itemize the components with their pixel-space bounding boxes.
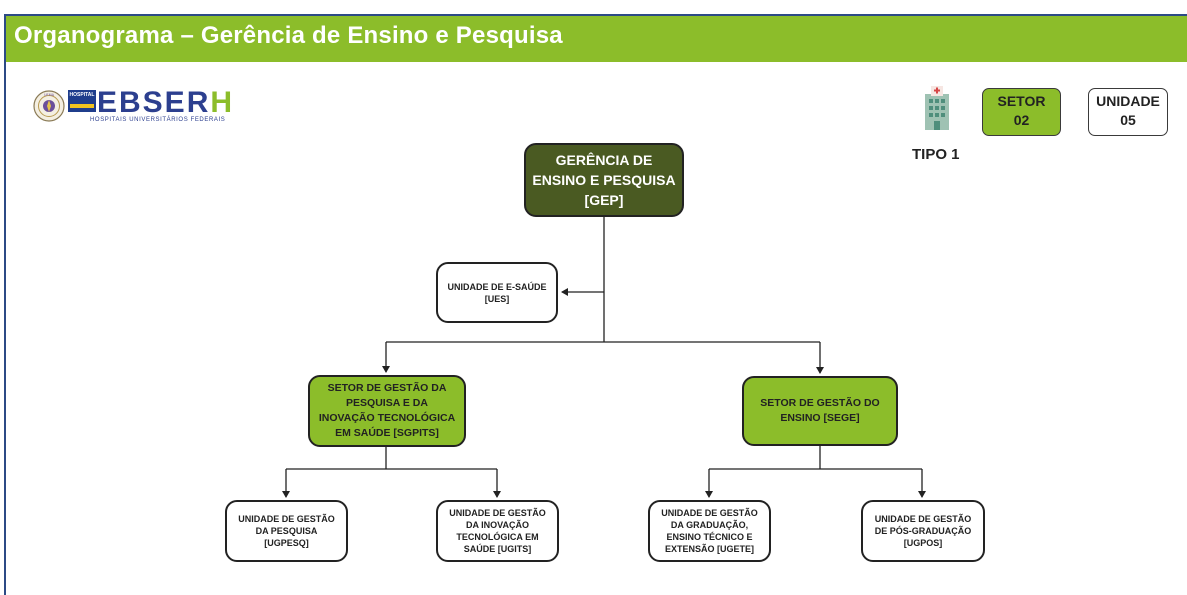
node-ues-label: UNIDADE DE E-SAÚDE [UES] [447,281,547,304]
node-ugpesq: UNIDADE DE GESTÃO DA PESQUISA [UGPESQ] [225,500,348,562]
unidade-tag: UNIDADE 05 [1088,88,1168,136]
frame-left-border [4,14,6,595]
university-seal-icon: UFMA [33,90,65,122]
frame-top-border [4,14,1187,16]
node-ugits: UNIDADE DE GESTÃO DA INOVAÇÃO TECNOLÓGIC… [436,500,559,562]
node-ues: UNIDADE DE E-SAÚDE [UES] [436,262,558,323]
setor-tag-value: 02 [1013,112,1030,128]
node-ugete-label: UNIDADE DE GESTÃO DA GRADUAÇÃO, ENSINO T… [661,508,758,554]
header-band [6,16,1187,62]
node-sege: SETOR DE GESTÃO DO ENSINO [SEGE] [742,376,898,446]
tipo-label: TIPO 1 [912,146,960,163]
unidade-tag-label: UNIDADE [1096,93,1160,109]
node-gep-label: GERÊNCIA DE ENSINO E PESQUISA [GEP] [532,152,676,208]
hospital-building-icon [925,86,949,130]
hospital-badge-stripe [70,104,94,108]
unidade-tag-value: 05 [1120,112,1136,128]
node-ugete: UNIDADE DE GESTÃO DA GRADUAÇÃO, ENSINO T… [648,500,771,562]
node-ugpesq-label: UNIDADE DE GESTÃO DA PESQUISA [UGPESQ] [238,514,335,548]
node-sgpits: SETOR DE GESTÃO DA PESQUISA E DA INOVAÇÃ… [308,375,466,447]
setor-tag-label: SETOR [997,93,1046,109]
setor-tag: SETOR 02 [982,88,1061,136]
ebserh-logo: HOSPITAL EBSERH HOSPITAIS UNIVERSITÁRIOS… [68,86,268,126]
brand-wordmark-main: EBSER [97,86,211,119]
brand-wordmark-accent: H [210,86,235,119]
node-ugpos-label: UNIDADE DE GESTÃO DE PÓS-GRADUAÇÃO [UGPO… [874,514,972,548]
brand-wordmark: EBSERH [97,86,234,120]
node-sgpits-label: SETOR DE GESTÃO DA PESQUISA E DA INOVAÇÃ… [318,382,456,439]
node-ugpos: UNIDADE DE GESTÃO DE PÓS-GRADUAÇÃO [UGPO… [861,500,985,562]
node-sege-label: SETOR DE GESTÃO DO ENSINO [SEGE] [760,397,880,424]
brand-subtitle: HOSPITAIS UNIVERSITÁRIOS FEDERAIS [90,117,226,123]
node-ugits-label: UNIDADE DE GESTÃO DA INOVAÇÃO TECNOLÓGIC… [449,508,546,554]
node-gep: GERÊNCIA DE ENSINO E PESQUISA [GEP] [524,143,684,217]
svg-text:UFMA: UFMA [44,93,55,97]
page-title: Organograma – Gerência de Ensino e Pesqu… [14,22,563,49]
